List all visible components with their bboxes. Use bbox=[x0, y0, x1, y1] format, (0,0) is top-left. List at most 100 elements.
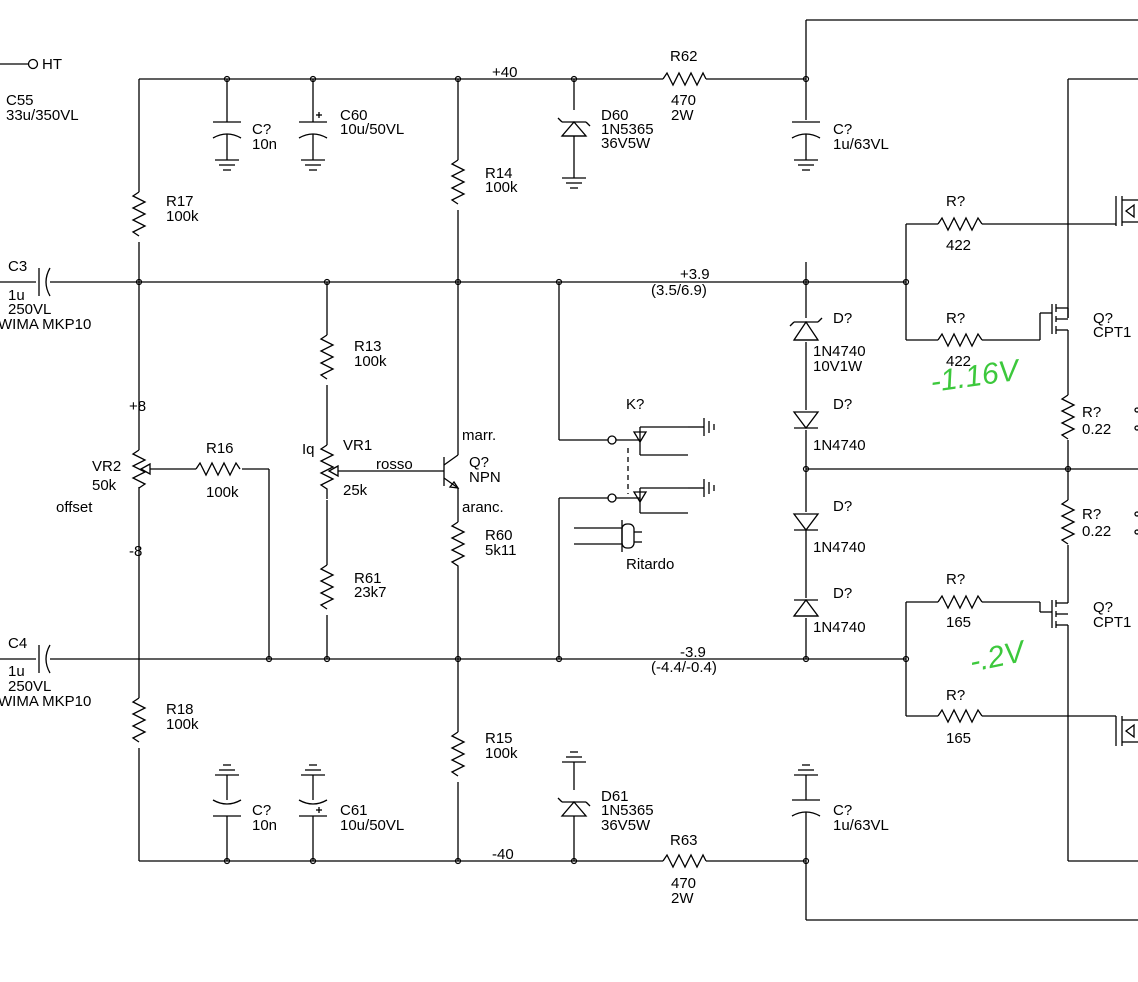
q-npn-symbol bbox=[443, 454, 460, 489]
labels: HT C55 33u/350VL C? 10n C60 10u/50VL +40… bbox=[0, 48, 1131, 907]
c61-ref: C61 bbox=[340, 802, 368, 819]
vr2-name: offset bbox=[56, 499, 93, 516]
d-d-ref: D? bbox=[833, 585, 852, 602]
r-422a-symbol bbox=[937, 216, 983, 232]
q-top-right-partial-symbol bbox=[1115, 196, 1138, 226]
r-022a-symbol bbox=[1060, 394, 1076, 440]
r-422a-ref: R? bbox=[946, 193, 965, 210]
r15-symbol bbox=[450, 731, 466, 777]
d-z10-ref: D? bbox=[833, 310, 852, 327]
d60-value: 36V5W bbox=[601, 135, 651, 152]
q-bot-part: CPT1 bbox=[1093, 614, 1131, 631]
q-npn-type: NPN bbox=[469, 469, 501, 486]
c-bot-10n-symbol bbox=[212, 764, 242, 838]
r-422a-value: 422 bbox=[946, 237, 971, 254]
q-top-mosfet-symbol bbox=[1040, 304, 1069, 342]
hand-annotation-top: -1.16V bbox=[928, 354, 1023, 399]
ht-terminal bbox=[27, 58, 39, 70]
plus8-label: +8 bbox=[129, 398, 146, 415]
r15-value: 100k bbox=[485, 745, 518, 762]
r-165b-ref: R? bbox=[946, 687, 965, 704]
d61-ref: D61 bbox=[601, 788, 629, 805]
r60-value: 5k11 bbox=[485, 542, 516, 559]
d61-zener-symbol bbox=[557, 751, 591, 828]
d60-part: 1N5365 bbox=[601, 121, 654, 138]
r16-ref: R16 bbox=[206, 440, 234, 457]
r-422b-value: 422 bbox=[946, 353, 971, 370]
q-top-ref: Q? bbox=[1093, 310, 1113, 327]
r62-power: 2W bbox=[671, 107, 694, 124]
r14-symbol bbox=[450, 159, 466, 205]
c-top-10n-symbol bbox=[212, 121, 242, 171]
r63-ref: R63 bbox=[670, 832, 698, 849]
r-165b-symbol bbox=[937, 708, 983, 724]
vr2-symbol bbox=[131, 449, 151, 489]
vr1-symbol bbox=[319, 444, 339, 499]
r62-ref: R62 bbox=[670, 48, 698, 65]
junction-dots bbox=[135, 75, 1072, 865]
r13-ref: R13 bbox=[354, 338, 382, 355]
vr2-ref: VR2 bbox=[92, 458, 121, 475]
c-bot-right-symbol bbox=[791, 764, 821, 838]
d-z10-part: 1N4740 bbox=[813, 343, 866, 360]
r61-value: 23k7 bbox=[354, 584, 387, 601]
c-top-right-ref: C? bbox=[833, 121, 852, 138]
d-c-symbol bbox=[792, 513, 820, 532]
d-c-ref: D? bbox=[833, 498, 852, 515]
c-top-value: 10n bbox=[252, 136, 277, 153]
r15-ref: R15 bbox=[485, 730, 513, 747]
r-422b-symbol bbox=[937, 332, 983, 348]
r17-ref: R17 bbox=[166, 193, 194, 210]
minus3-9-label: -3.9 bbox=[680, 644, 706, 661]
handwritten-annotations: -1.16V -.2V bbox=[928, 354, 1030, 679]
c-top-right-value: 1u/63VL bbox=[833, 136, 889, 153]
r17-symbol bbox=[131, 191, 147, 237]
c61-symbol bbox=[298, 764, 328, 838]
q-npn-ref: Q? bbox=[469, 454, 489, 471]
d-z10-value: 10V1W bbox=[813, 358, 863, 375]
plus3-9-label: +3.9 bbox=[680, 266, 710, 283]
plus40-label: +40 bbox=[492, 64, 517, 81]
c4-value: 1u bbox=[8, 663, 25, 680]
d61-part: 1N5365 bbox=[601, 802, 654, 819]
c-bot-value: 10n bbox=[252, 817, 277, 834]
c4-voltage: 250VL bbox=[8, 678, 51, 695]
r-165b-value: 165 bbox=[946, 730, 971, 747]
r17-value: 100k bbox=[166, 208, 199, 225]
r62-value: 470 bbox=[671, 92, 696, 109]
d-z10-symbol bbox=[789, 317, 823, 341]
ritardo-label: Ritardo bbox=[626, 556, 674, 573]
r-022b-ref: R? bbox=[1082, 506, 1101, 523]
wires bbox=[0, 19, 1138, 921]
iq-label: Iq bbox=[302, 441, 315, 458]
q-bot-mosfet-symbol bbox=[1040, 600, 1069, 628]
d60-zener-symbol bbox=[557, 117, 591, 189]
r-165a-value: 165 bbox=[946, 614, 971, 631]
c60-ref: C60 bbox=[340, 107, 368, 124]
minus40-label: -40 bbox=[492, 846, 514, 863]
c55-value: 33u/350VL bbox=[6, 107, 79, 124]
d61-value: 36V5W bbox=[601, 817, 651, 834]
r62-symbol bbox=[662, 71, 707, 87]
vr2-value: 50k bbox=[92, 477, 117, 494]
minus8-label: -8 bbox=[129, 543, 142, 560]
r18-value: 100k bbox=[166, 716, 199, 733]
rosso-label: rosso bbox=[376, 456, 413, 473]
d-b-ref: D? bbox=[833, 396, 852, 413]
r63-power: 2W bbox=[671, 890, 694, 907]
c3-voltage: 250VL bbox=[8, 301, 51, 318]
c61-value: 10u/50VL bbox=[340, 817, 404, 834]
q-bot-right-partial-symbol bbox=[1115, 716, 1138, 746]
d60-ref: D60 bbox=[601, 107, 629, 124]
r61-ref: R61 bbox=[354, 570, 382, 587]
c4-ref: C4 bbox=[8, 635, 27, 652]
c4-type: WIMA MKP10 bbox=[0, 693, 91, 710]
r13-symbol bbox=[319, 334, 335, 380]
c60-symbol bbox=[298, 112, 328, 171]
r13-value: 100k bbox=[354, 353, 387, 370]
c-bot-right-value: 1u/63VL bbox=[833, 817, 889, 834]
c-bot-right-ref: C? bbox=[833, 802, 852, 819]
vr1-ref: VR1 bbox=[343, 437, 372, 454]
r61-symbol bbox=[319, 564, 335, 610]
r-165a-symbol bbox=[937, 594, 983, 610]
